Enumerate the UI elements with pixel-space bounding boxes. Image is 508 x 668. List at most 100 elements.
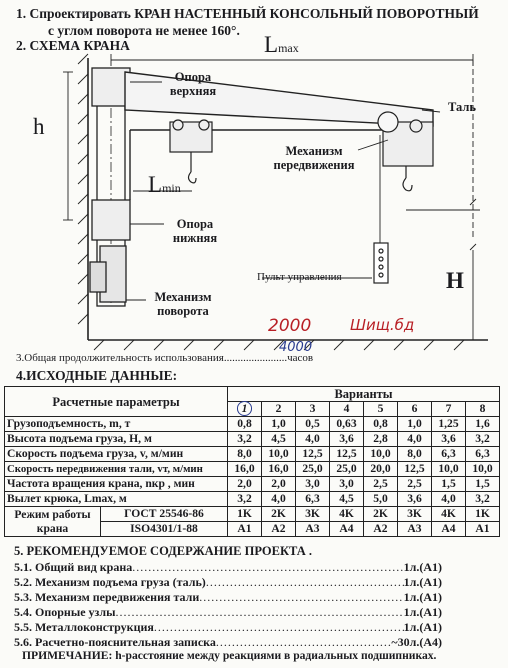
project-item: 5.3. Механизм передвижения тали.........… xyxy=(14,590,442,604)
section-project-content-title: 5. РЕКОМЕНДУЕМОЕ СОДЕРЖАНИЕ ПРОЕКТА . xyxy=(14,544,313,558)
table-cell: 1,0 xyxy=(261,416,296,432)
table-cell: 0,8 xyxy=(227,416,262,432)
table-cell: A4 xyxy=(431,521,466,537)
table-cell: 3,0 xyxy=(295,476,330,492)
table-cell: 3,2 xyxy=(465,431,500,447)
table-cell: 3,2 xyxy=(227,431,262,447)
crane-scheme-drawing xyxy=(63,53,488,351)
table-row: Скорость подъема груза, v, м/мин 8,0 10,… xyxy=(4,446,500,462)
task-title-line2: с углом поворота не менее 160°. xyxy=(48,23,240,38)
table-cell: A1 xyxy=(227,521,262,537)
table-cell: 4K xyxy=(431,506,466,522)
parameters-table: Расчетные параметры Варианты 1 2 3 4 5 6… xyxy=(4,386,500,537)
handwritten-signature: Шищ.бд xyxy=(350,316,415,334)
lmin-label: Lmin xyxy=(148,172,181,197)
table-cell: 12,5 xyxy=(295,446,330,462)
row-label: Высота подъема груза, H, м xyxy=(4,431,228,447)
handwritten-hours-blue: 4000 xyxy=(279,340,313,355)
table-row: Высота подъема груза, H, м 3,2 4,5 4,0 3… xyxy=(4,431,500,447)
h-label: h xyxy=(33,114,45,139)
table-row: Частота вращения крана, nкр , мин 2,0 2,… xyxy=(4,476,500,492)
table-cell: 0,63 xyxy=(329,416,364,432)
table-cell: 3,2 xyxy=(465,491,500,507)
gost-label: ГОСТ 25546-86 xyxy=(100,506,228,522)
table-cell: A2 xyxy=(261,521,296,537)
table-cell: 3,6 xyxy=(397,491,432,507)
table-cell: 10,0 xyxy=(465,461,500,477)
row-label: Скорость передвижения тали, vт, м/мин xyxy=(4,461,228,477)
table-cell: 4,5 xyxy=(261,431,296,447)
table-cell: 4,0 xyxy=(397,431,432,447)
table-cell: 20,0 xyxy=(363,461,398,477)
table-cell: 2,8 xyxy=(363,431,398,447)
table-cell: 2K xyxy=(261,506,296,522)
table-cell: A3 xyxy=(295,521,330,537)
pendant-control xyxy=(373,242,389,284)
lmax-label: Lmax xyxy=(264,32,299,57)
project-item: 5.5. Металлоконструкция.................… xyxy=(14,620,442,634)
table-cell: 2,0 xyxy=(261,476,296,492)
variant-number: 1 xyxy=(227,401,262,417)
trolley-min-position xyxy=(169,119,213,184)
project-item: 5.4. Опорные узлы.......................… xyxy=(14,605,442,619)
table-cell: 16,0 xyxy=(261,461,296,477)
table-cell: 6,3 xyxy=(465,446,500,462)
variant-number: 2 xyxy=(261,401,296,417)
variants-header: Варианты xyxy=(227,386,500,402)
leader-lines xyxy=(126,81,441,301)
table-cell: 3,6 xyxy=(431,431,466,447)
trolley-max-position xyxy=(377,111,434,243)
table-cell: 1K xyxy=(465,506,500,522)
table-cell: 10,0 xyxy=(261,446,296,462)
variant-number: 7 xyxy=(431,401,466,417)
section-input-data-title: 4.ИСХОДНЫЕ ДАННЫЕ: xyxy=(16,368,178,383)
project-item: 5.2. Механизм подъема груза (таль)......… xyxy=(14,575,442,589)
variant-number: 3 xyxy=(295,401,330,417)
variant-number: 6 xyxy=(397,401,432,417)
iso-row: ISO4301/1-88 A1 A2 A3 A4 A2 A3 A4 A1 xyxy=(5,521,500,537)
table-cell: 12,5 xyxy=(329,446,364,462)
table-cell: 6,3 xyxy=(431,446,466,462)
usage-duration-line: 3.Общая продолжительность использования.… xyxy=(16,352,314,364)
table-cell: 1,25 xyxy=(431,416,466,432)
task-title-line1: 1. Спроектировать КРАН НАСТЕННЫЙ КОНСОЛЬ… xyxy=(16,6,479,21)
table-cell: 16,0 xyxy=(227,461,262,477)
table-cell: 3,0 xyxy=(329,476,364,492)
table-cell: 2,5 xyxy=(397,476,432,492)
handwritten-hours-red: 2000 xyxy=(268,316,312,336)
table-cell: 3,2 xyxy=(227,491,262,507)
table-cell: 4K xyxy=(329,506,364,522)
table-cell: 8,0 xyxy=(397,446,432,462)
table-cell: A2 xyxy=(363,521,398,537)
table-cell: 1,5 xyxy=(431,476,466,492)
capital-h-label: H xyxy=(446,268,464,293)
section-scheme-title: 2. СХЕМА КРАНА xyxy=(16,38,130,53)
project-item: 5.1. Общий вид крана....................… xyxy=(14,560,442,574)
table-cell: A3 xyxy=(397,521,432,537)
table-cell: 2,0 xyxy=(227,476,262,492)
wall-and-floor xyxy=(77,53,488,351)
table-cell: 0,5 xyxy=(295,416,330,432)
row-label: Грузоподъемность, m, т xyxy=(4,416,228,432)
table-cell: 3,6 xyxy=(329,431,364,447)
table-cell: 12,5 xyxy=(397,461,432,477)
table-cell: 10,0 xyxy=(363,446,398,462)
table-cell: A1 xyxy=(465,521,500,537)
table-cell: 4,0 xyxy=(431,491,466,507)
table-row: Скорость передвижения тали, vт, м/мин 16… xyxy=(4,461,500,477)
table-cell: 1,6 xyxy=(465,416,500,432)
table-cell: A4 xyxy=(329,521,364,537)
variant-number: 5 xyxy=(363,401,398,417)
table-cell: 3K xyxy=(295,506,330,522)
table-cell: 3K xyxy=(397,506,432,522)
table-cell: 0,8 xyxy=(363,416,398,432)
table-cell: 10,0 xyxy=(431,461,466,477)
pendant-label: Пульт управления xyxy=(257,271,342,283)
table-row: Вылет крюка, Lmax, м 3,2 4,0 6,3 4,5 5,0… xyxy=(4,491,500,507)
table-cell: 8,0 xyxy=(227,446,262,462)
table-cell: 6,3 xyxy=(295,491,330,507)
